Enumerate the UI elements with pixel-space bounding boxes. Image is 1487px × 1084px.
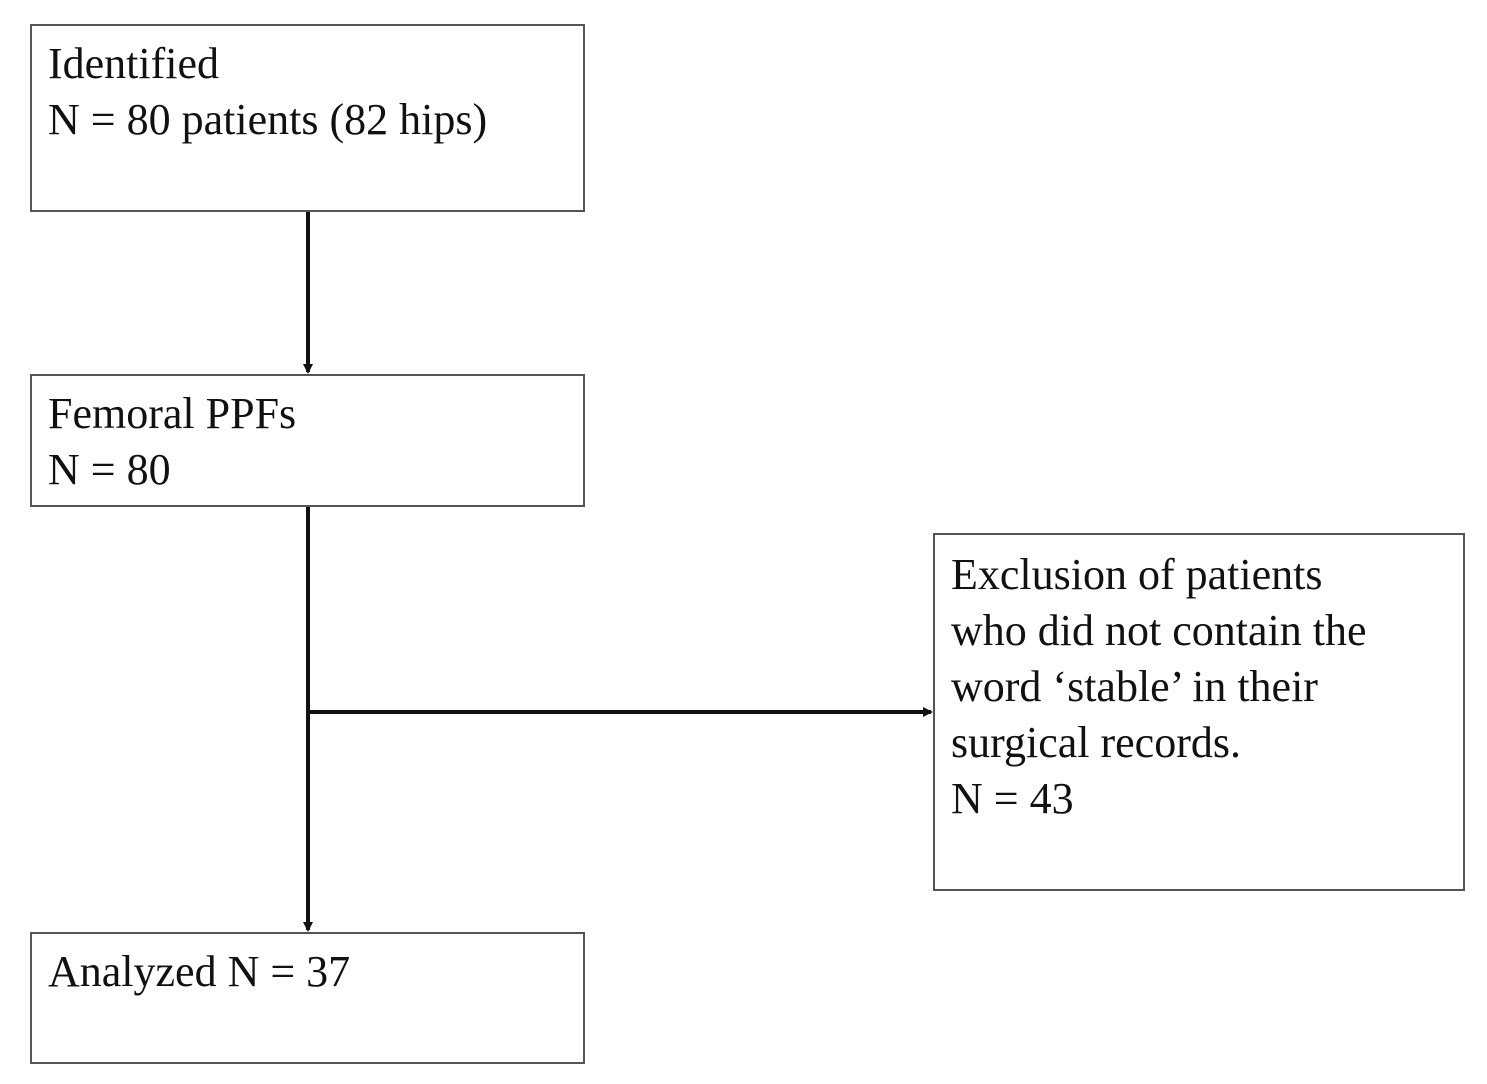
exclusion-count: N = 43 [951, 774, 1074, 823]
femoral-title: Femoral PPFs [48, 389, 297, 438]
identified-count: N = 80 patients (82 hips) [48, 95, 488, 144]
exclusion-line-3: word ‘stable’ in their [951, 662, 1318, 711]
analyzed-box: Analyzed N = 37 [30, 932, 585, 1064]
exclusion-line-4: surgical records. [951, 718, 1241, 767]
exclusion-line-1: Exclusion of patients [951, 550, 1323, 599]
femoral-count: N = 80 [48, 445, 171, 494]
analyzed-count: Analyzed N = 37 [48, 947, 351, 996]
exclusion-line-2: who did not contain the [951, 606, 1367, 655]
identified-box: Identified N = 80 patients (82 hips) [30, 24, 585, 212]
exclusion-box: Exclusion of patients who did not contai… [933, 533, 1465, 891]
femoral-ppfs-box: Femoral PPFs N = 80 [30, 374, 585, 507]
identified-title: Identified [48, 39, 220, 88]
